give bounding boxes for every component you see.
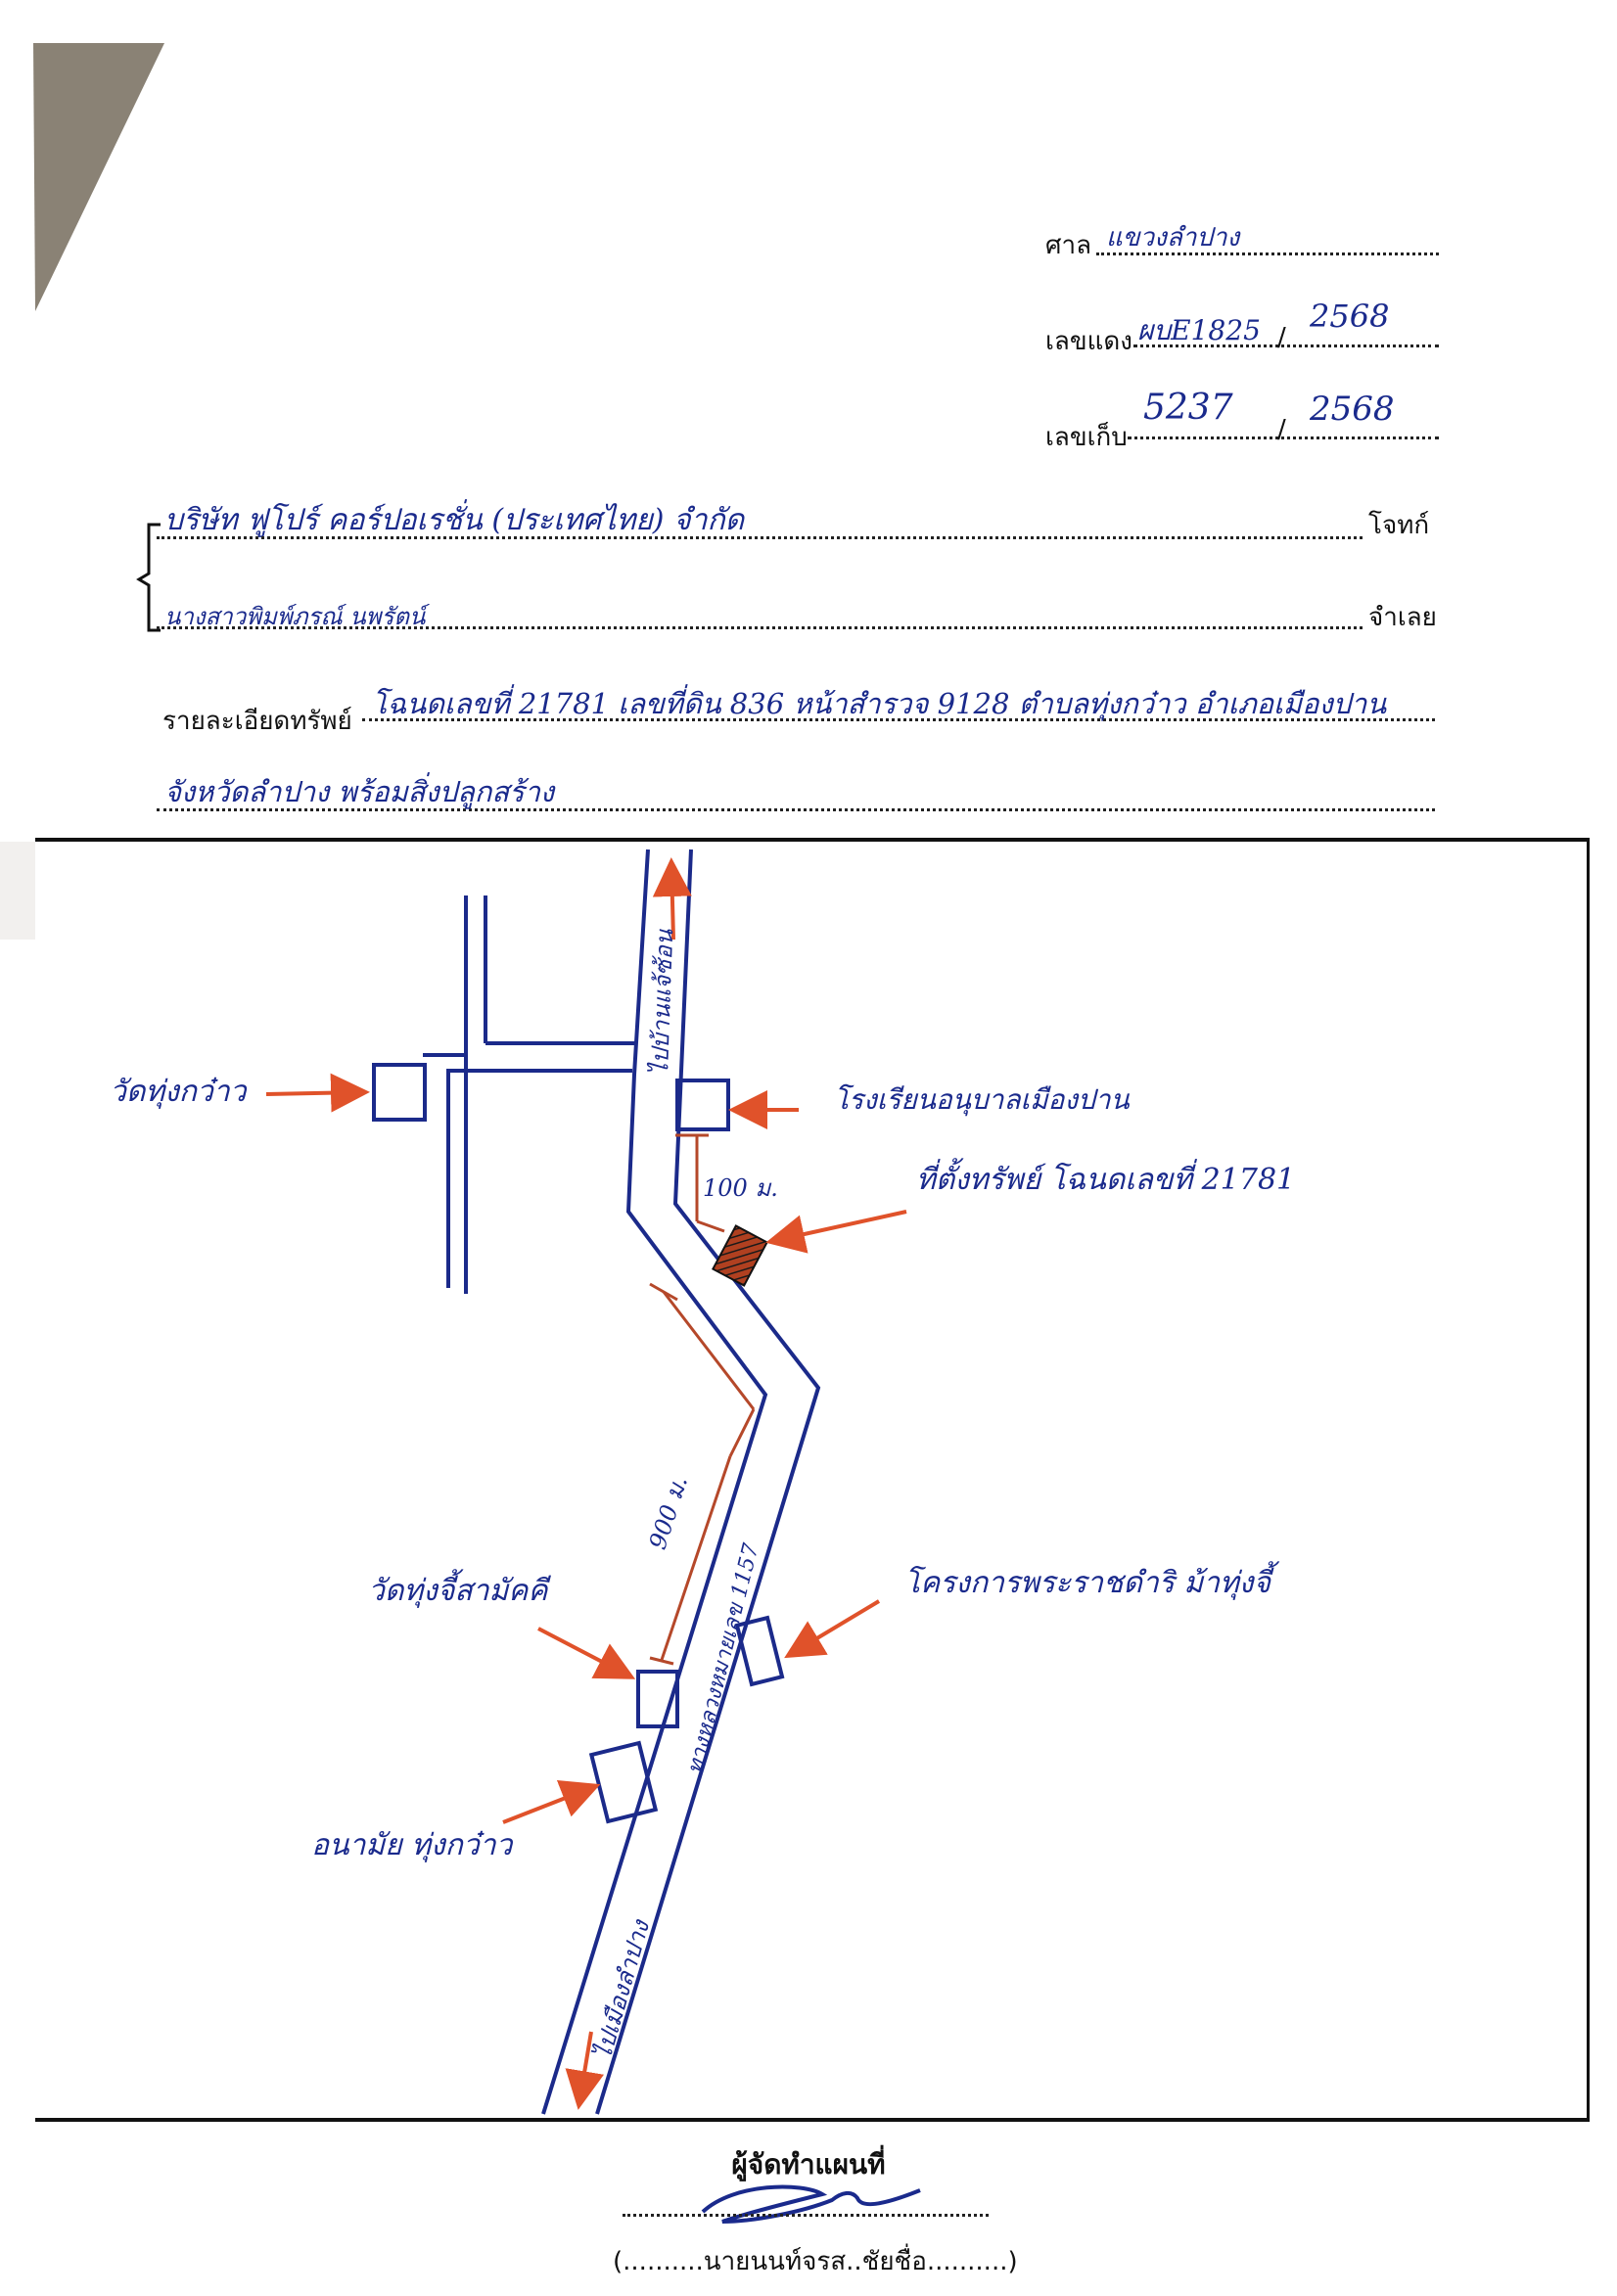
defendant-label: จำเลย (1368, 603, 1437, 632)
property-marker (712, 1224, 768, 1287)
school-building (675, 1079, 730, 1131)
wat2-building (636, 1670, 679, 1728)
storage-value: 5237 (1143, 388, 1233, 428)
storage-label: เลขเก็บ (1045, 423, 1128, 452)
dimension-900m (649, 1282, 756, 1666)
map-frame (35, 838, 1590, 2122)
arrow-wat2 (537, 1627, 636, 1679)
court-dotline (1096, 253, 1439, 255)
defendant-value: นางสาวพิมพ์ภรณ์ นพรัตน์ (164, 603, 426, 630)
storage-dotline (1128, 436, 1439, 439)
main-road (541, 849, 821, 2115)
arrow-south (565, 2031, 604, 2110)
map-label-project: โครงการพระราชดำริ ม้าทุ่งจี้ (904, 1566, 1270, 1600)
court-label: ศาล (1045, 231, 1092, 260)
arrow-wat (265, 1073, 370, 1113)
plaintiff-label: โจทก์ (1368, 511, 1430, 540)
map-label-wat2: วัดทุ่งจี้สามัคคี (368, 1574, 548, 1608)
signature-name: (..........นายนนท์จรส..ชัยชื่อ..........… (613, 2247, 1018, 2276)
property-line-1: โฉนดเลขที่ 21781 เลขที่ดิน 836 หน้าสำรวจ… (372, 687, 1387, 720)
storage-sep: / (1277, 415, 1286, 444)
property-label: รายละเอียดทรัพย์ (162, 707, 352, 736)
map-label-health: อนามัย ทุ่งกว๋าว (311, 1828, 513, 1862)
dimension-100m (675, 1133, 725, 1233)
arrow-health (502, 1780, 601, 1824)
party-brace (136, 523, 161, 632)
red-case-label: เลขแดง (1045, 327, 1132, 356)
property-dotline-1 (362, 718, 1435, 721)
map-label-100m: 100 ม. (703, 1174, 778, 1202)
project-building (734, 1615, 785, 1687)
signature-block: ผู้จัดทำแผนที่ (0, 2143, 1617, 2186)
property-dotline-2 (157, 808, 1435, 811)
arrow-project (784, 1599, 881, 1659)
red-case-value: ผบE1825 (1137, 314, 1261, 346)
red-case-sep: / (1277, 323, 1286, 352)
map-label-school: โรงเรียนอนุบาลเมืองปาน (834, 1083, 1130, 1116)
red-case-dotline (1133, 344, 1439, 347)
map-label-road-top: ไปบ้านแจ้ซ้อน (645, 929, 679, 1077)
arrow-property (765, 1210, 907, 1254)
defendant-dotline (157, 626, 1363, 629)
map-label-wat: วัดทุ่งกว๋าว (110, 1075, 247, 1109)
signature-scribble (701, 2184, 921, 2224)
storage-year: 2568 (1310, 390, 1395, 429)
map-label-property: ที่ตั้งทรัพย์ โฉนดเลขที่ 21781 (916, 1163, 1296, 1197)
property-line-2: จังหวัดลำปาง พร้อมสิ่งปลูกสร้าง (164, 775, 555, 808)
plaintiff-value: บริษัท ฟูโปร์ คอร์ปอเรชั่น (ประเทศไทย) จ… (164, 503, 745, 537)
arrow-north (652, 857, 692, 941)
signature-dotline (623, 2214, 989, 2217)
court-value: แขวงลำปาง (1106, 223, 1240, 253)
plaintiff-dotline (157, 536, 1363, 539)
side-road (423, 895, 636, 1294)
scan-corner-shadow (0, 0, 166, 940)
red-case-year: 2568 (1310, 298, 1390, 335)
signature-title: ผู้จัดทำแผนที่ (731, 2148, 886, 2181)
wat-building (372, 1063, 427, 1122)
